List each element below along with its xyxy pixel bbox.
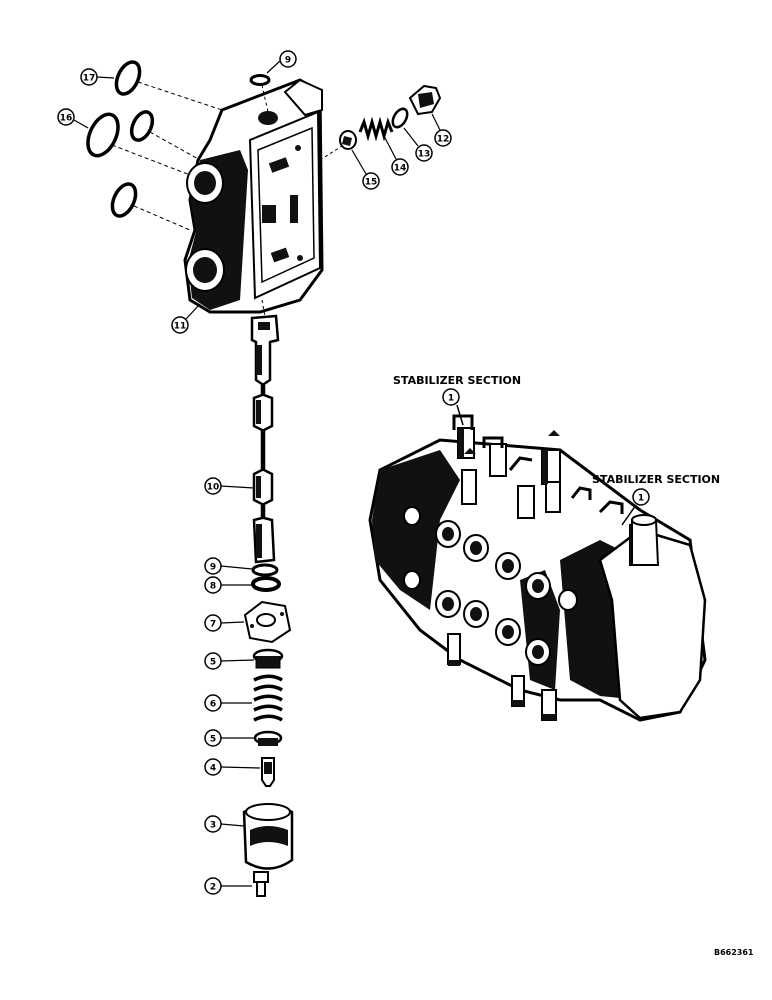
callout-15: 15 [351,149,380,190]
valve-body [183,78,324,314]
callout-11: 11 [171,303,201,334]
callout-2: 2 [204,877,252,895]
callout-12: 12 [431,113,452,147]
section-label-left: STABILIZER SECTION [393,374,521,387]
callout-number: 6 [210,700,216,710]
callout-8: 8 [204,576,252,594]
callout-number: 9 [210,563,216,573]
spool-10 [250,314,280,564]
callout-number: 5 [210,735,216,745]
callout-1-left: 1 [442,388,460,406]
section-label-right: STABILIZER SECTION [592,473,720,486]
callout-5-upper: 5 [204,652,255,670]
plug-12 [408,84,442,116]
figure-id: B662361 [714,948,754,957]
washer-8 [251,576,281,592]
spring-6 [253,674,283,722]
callout-layer: 17 9 16 12 13 14 [57,50,650,895]
callout-number: 1 [448,394,454,404]
callout-number: 4 [210,764,216,774]
callout-number: 3 [210,821,216,831]
callout-14: 14 [383,135,409,176]
callout-number: 5 [210,658,216,668]
callout-9-top: 9 [266,50,297,74]
o-ring-9 [251,563,279,577]
callout-number: 17 [83,74,96,84]
plate-7 [243,600,292,644]
callout-number: 16 [60,114,73,124]
callout-number: 13 [418,150,431,160]
callout-4: 4 [204,758,261,776]
assembled-control-valve [368,414,707,722]
callout-10: 10 [204,477,255,495]
screw-2 [253,871,269,897]
seat-5-upper [252,648,284,669]
callout-1-right: 1 [632,488,650,506]
callout-number: 10 [207,483,220,493]
o-ring-lower [110,182,138,218]
callout-number: 7 [210,620,216,630]
callout-6: 6 [204,694,252,712]
callout-16: 16 [57,108,89,129]
bolt-4 [261,757,275,787]
callout-13: 13 [403,127,433,162]
o-ring-17 [114,60,142,96]
callout-number: 2 [210,883,216,893]
o-ring-9-top [249,74,271,86]
callout-number: 8 [210,582,216,592]
callout-9: 9 [204,557,253,575]
callout-5-lower: 5 [204,729,254,747]
callout-3: 3 [204,815,245,833]
callout-number: 12 [437,135,450,145]
o-ring-16-large [86,112,120,158]
callout-number: 15 [365,178,378,188]
callout-number: 1 [638,494,644,504]
poppet-15 [339,130,357,150]
callout-number: 9 [285,56,291,66]
seat-5-lower [253,730,283,746]
callout-7: 7 [204,614,245,632]
callout-number: 14 [394,164,407,174]
spring-14 [358,116,394,142]
callout-17: 17 [80,68,115,86]
o-ring-13 [391,107,409,129]
callout-number: 11 [174,322,187,332]
o-ring-16-small [129,110,155,142]
cap-3 [242,803,294,870]
